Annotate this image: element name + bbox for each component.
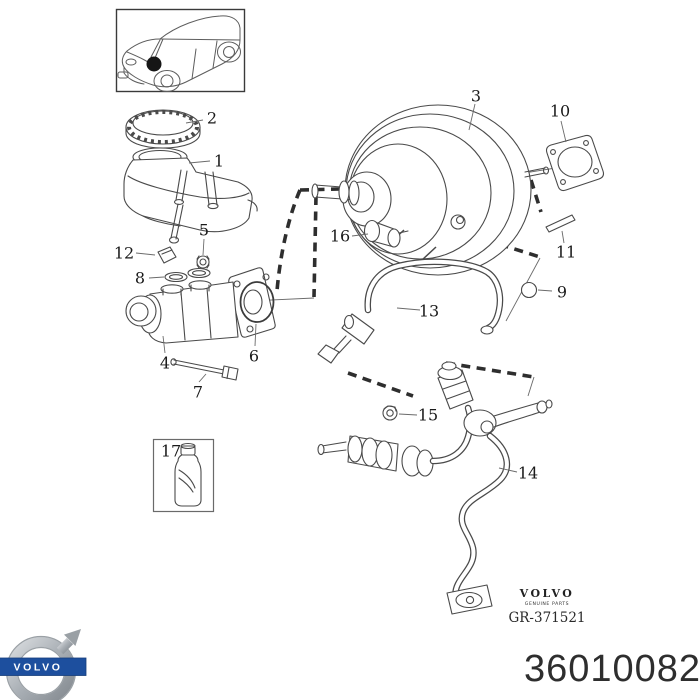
fluid-bottle-box bbox=[152, 438, 215, 513]
arrow-icon bbox=[64, 629, 81, 646]
callout-15: 15 bbox=[418, 406, 438, 425]
car-location-box bbox=[115, 8, 246, 93]
stamp-brand-text: VOLVO bbox=[519, 587, 575, 600]
volvo-banner bbox=[0, 657, 87, 676]
brake-fluid-reservoir-drawing bbox=[123, 147, 258, 244]
bolt-drawing bbox=[170, 358, 239, 381]
o-ring-drawing bbox=[239, 281, 275, 323]
nut-drawing bbox=[382, 405, 398, 421]
stamp-subtitle-text: GENUINE PARTS bbox=[525, 601, 569, 607]
callout-13: 13 bbox=[419, 302, 439, 321]
part-number-text: 36010082 bbox=[524, 648, 700, 690]
check-valve-drawing bbox=[363, 219, 409, 248]
brake-booster-drawing bbox=[311, 104, 550, 276]
callout-labels: 1 2 3 4 5 6 7 8 9 10 11 12 13 14 15 16 1… bbox=[114, 87, 576, 483]
callout-6: 6 bbox=[249, 347, 259, 366]
callout-leaders bbox=[135, 103, 567, 473]
callout-12: 12 bbox=[114, 244, 134, 263]
callout-9: 9 bbox=[557, 283, 567, 302]
callout-4: 4 bbox=[160, 354, 170, 373]
vacuum-hose-drawing bbox=[317, 361, 553, 615]
stamp-reference-text: GR-371521 bbox=[508, 610, 585, 626]
volvo-logo: VOLVO bbox=[0, 629, 87, 700]
callout-1: 1 bbox=[214, 152, 224, 171]
gasket-drawing bbox=[545, 134, 605, 192]
seal-grommets-drawing bbox=[164, 267, 211, 283]
vacuum-pipe-drawing bbox=[317, 258, 504, 364]
callout-8: 8 bbox=[135, 269, 145, 288]
callout-2: 2 bbox=[207, 109, 217, 128]
master-cylinder-drawing bbox=[125, 267, 276, 344]
callout-7: 7 bbox=[193, 383, 203, 402]
genuine-parts-stamp: VOLVO GENUINE PARTS GR-371521 bbox=[508, 587, 585, 626]
callout-10: 10 bbox=[550, 102, 570, 121]
callout-14: 14 bbox=[518, 464, 538, 483]
callout-3: 3 bbox=[471, 87, 481, 106]
pin-drawing bbox=[545, 214, 576, 233]
component-location-dot bbox=[146, 56, 162, 72]
fluid-bottle-icon bbox=[174, 442, 202, 507]
volvo-wordmark-text: VOLVO bbox=[14, 662, 63, 674]
clip-drawing bbox=[520, 281, 538, 299]
callout-16: 16 bbox=[330, 227, 350, 246]
callout-5: 5 bbox=[199, 221, 209, 240]
reservoir-cap-drawing bbox=[125, 109, 201, 149]
level-sensor-plug-drawing bbox=[157, 246, 177, 264]
small-nut-drawing bbox=[196, 255, 210, 269]
callout-11: 11 bbox=[556, 243, 576, 262]
car-outline-icon bbox=[117, 15, 241, 92]
callout-17: 17 bbox=[161, 442, 181, 461]
